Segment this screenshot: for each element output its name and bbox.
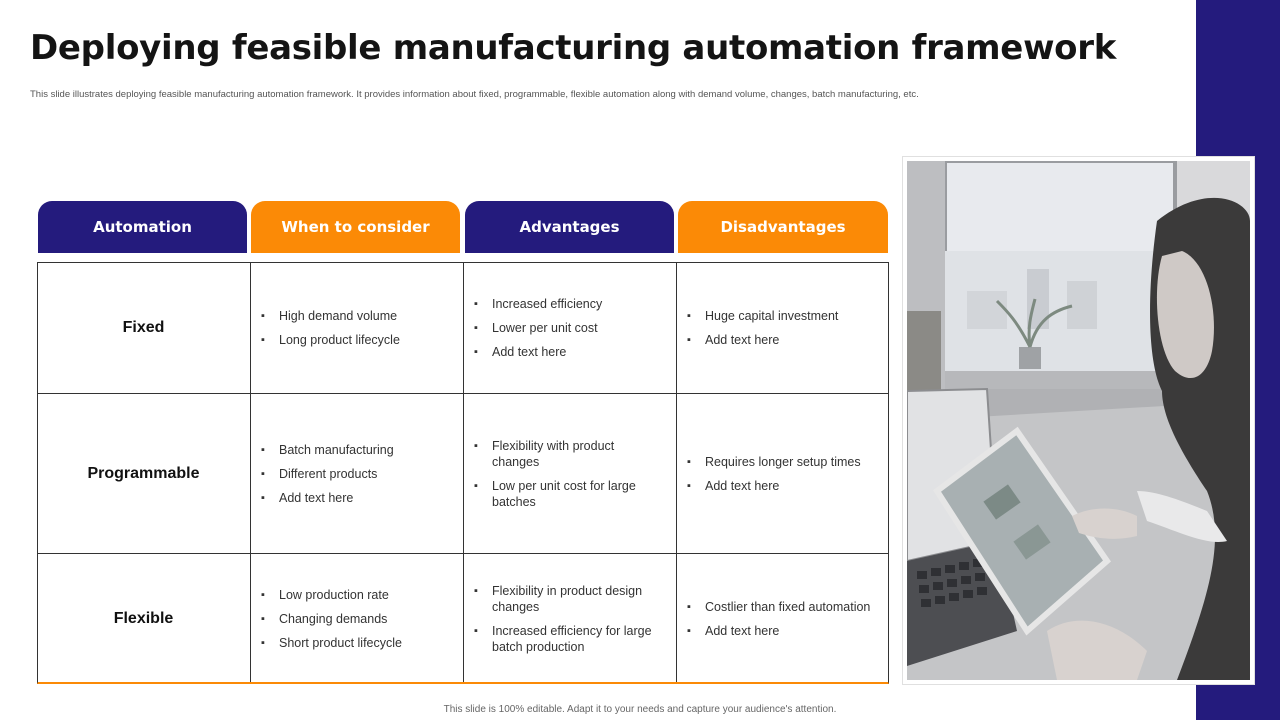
footer-note: This slide is 100% editable. Adapt it to… bbox=[443, 704, 837, 715]
column-divider bbox=[250, 263, 251, 682]
header-automation: Automation bbox=[38, 201, 247, 253]
cell-flexible-disadvantages: Costlier than fixed automation Add text … bbox=[677, 554, 888, 683]
column-divider bbox=[463, 263, 464, 682]
header-disadvantages: Disadvantages bbox=[678, 201, 888, 253]
list-item: Different products bbox=[261, 466, 451, 482]
row-label-programmable: Programmable bbox=[87, 464, 200, 482]
list-item: Increased efficiency bbox=[474, 296, 664, 312]
list-item: Lower per unit cost bbox=[474, 320, 664, 336]
page-subtitle: This slide illustrates deploying feasibl… bbox=[30, 89, 919, 100]
list-item: Add text here bbox=[261, 490, 451, 506]
header-when-to-consider: When to consider bbox=[251, 201, 460, 253]
list-item: Add text here bbox=[687, 478, 876, 494]
header-advantages: Advantages bbox=[465, 201, 674, 253]
cell-flexible-advantages: Flexibility in product design changes In… bbox=[464, 554, 676, 683]
list-item: Short product lifecycle bbox=[261, 635, 451, 651]
row-divider bbox=[38, 553, 888, 554]
list-item: Add text here bbox=[474, 344, 664, 360]
list-item: Long product lifecycle bbox=[261, 332, 451, 348]
row-label-flexible: Flexible bbox=[113, 609, 174, 627]
list-item: Costlier than fixed automation bbox=[687, 599, 876, 615]
list-item: Flexibility in product design changes bbox=[474, 583, 664, 615]
cell-fixed-disadvantages: Huge capital investment Add text here bbox=[677, 263, 888, 393]
office-photo bbox=[903, 157, 1254, 684]
list-item: Low per unit cost for large batches bbox=[474, 478, 664, 510]
cell-programmable-disadvantages: Requires longer setup times Add text her… bbox=[677, 394, 888, 553]
cell-flexible-when: Low production rate Changing demands Sho… bbox=[251, 554, 463, 683]
list-item: Huge capital investment bbox=[687, 308, 876, 324]
row-label-fixed: Fixed bbox=[122, 319, 165, 336]
list-item: Changing demands bbox=[261, 611, 451, 627]
list-item: Increased efficiency for large batch pro… bbox=[474, 623, 664, 655]
cell-programmable-when: Batch manufacturing Different products A… bbox=[251, 394, 463, 553]
framework-table: Fixed High demand volume Long product li… bbox=[37, 262, 889, 684]
cell-fixed-when: High demand volume Long product lifecycl… bbox=[251, 263, 463, 393]
cell-fixed-advantages: Increased efficiency Lower per unit cost… bbox=[464, 263, 676, 393]
page-title: Deploying feasible manufacturing automat… bbox=[30, 28, 1117, 68]
list-item: High demand volume bbox=[261, 308, 451, 324]
list-item: Low production rate bbox=[261, 587, 451, 603]
list-item: Requires longer setup times bbox=[687, 454, 876, 470]
list-item: Flexibility with product changes bbox=[474, 438, 664, 470]
row-divider bbox=[38, 393, 888, 394]
list-item: Add text here bbox=[687, 332, 876, 348]
list-item: Add text here bbox=[687, 623, 876, 639]
list-item: Batch manufacturing bbox=[261, 442, 451, 458]
column-divider bbox=[676, 263, 677, 682]
cell-programmable-advantages: Flexibility with product changes Low per… bbox=[464, 394, 676, 553]
photo-illustration bbox=[907, 161, 1250, 680]
